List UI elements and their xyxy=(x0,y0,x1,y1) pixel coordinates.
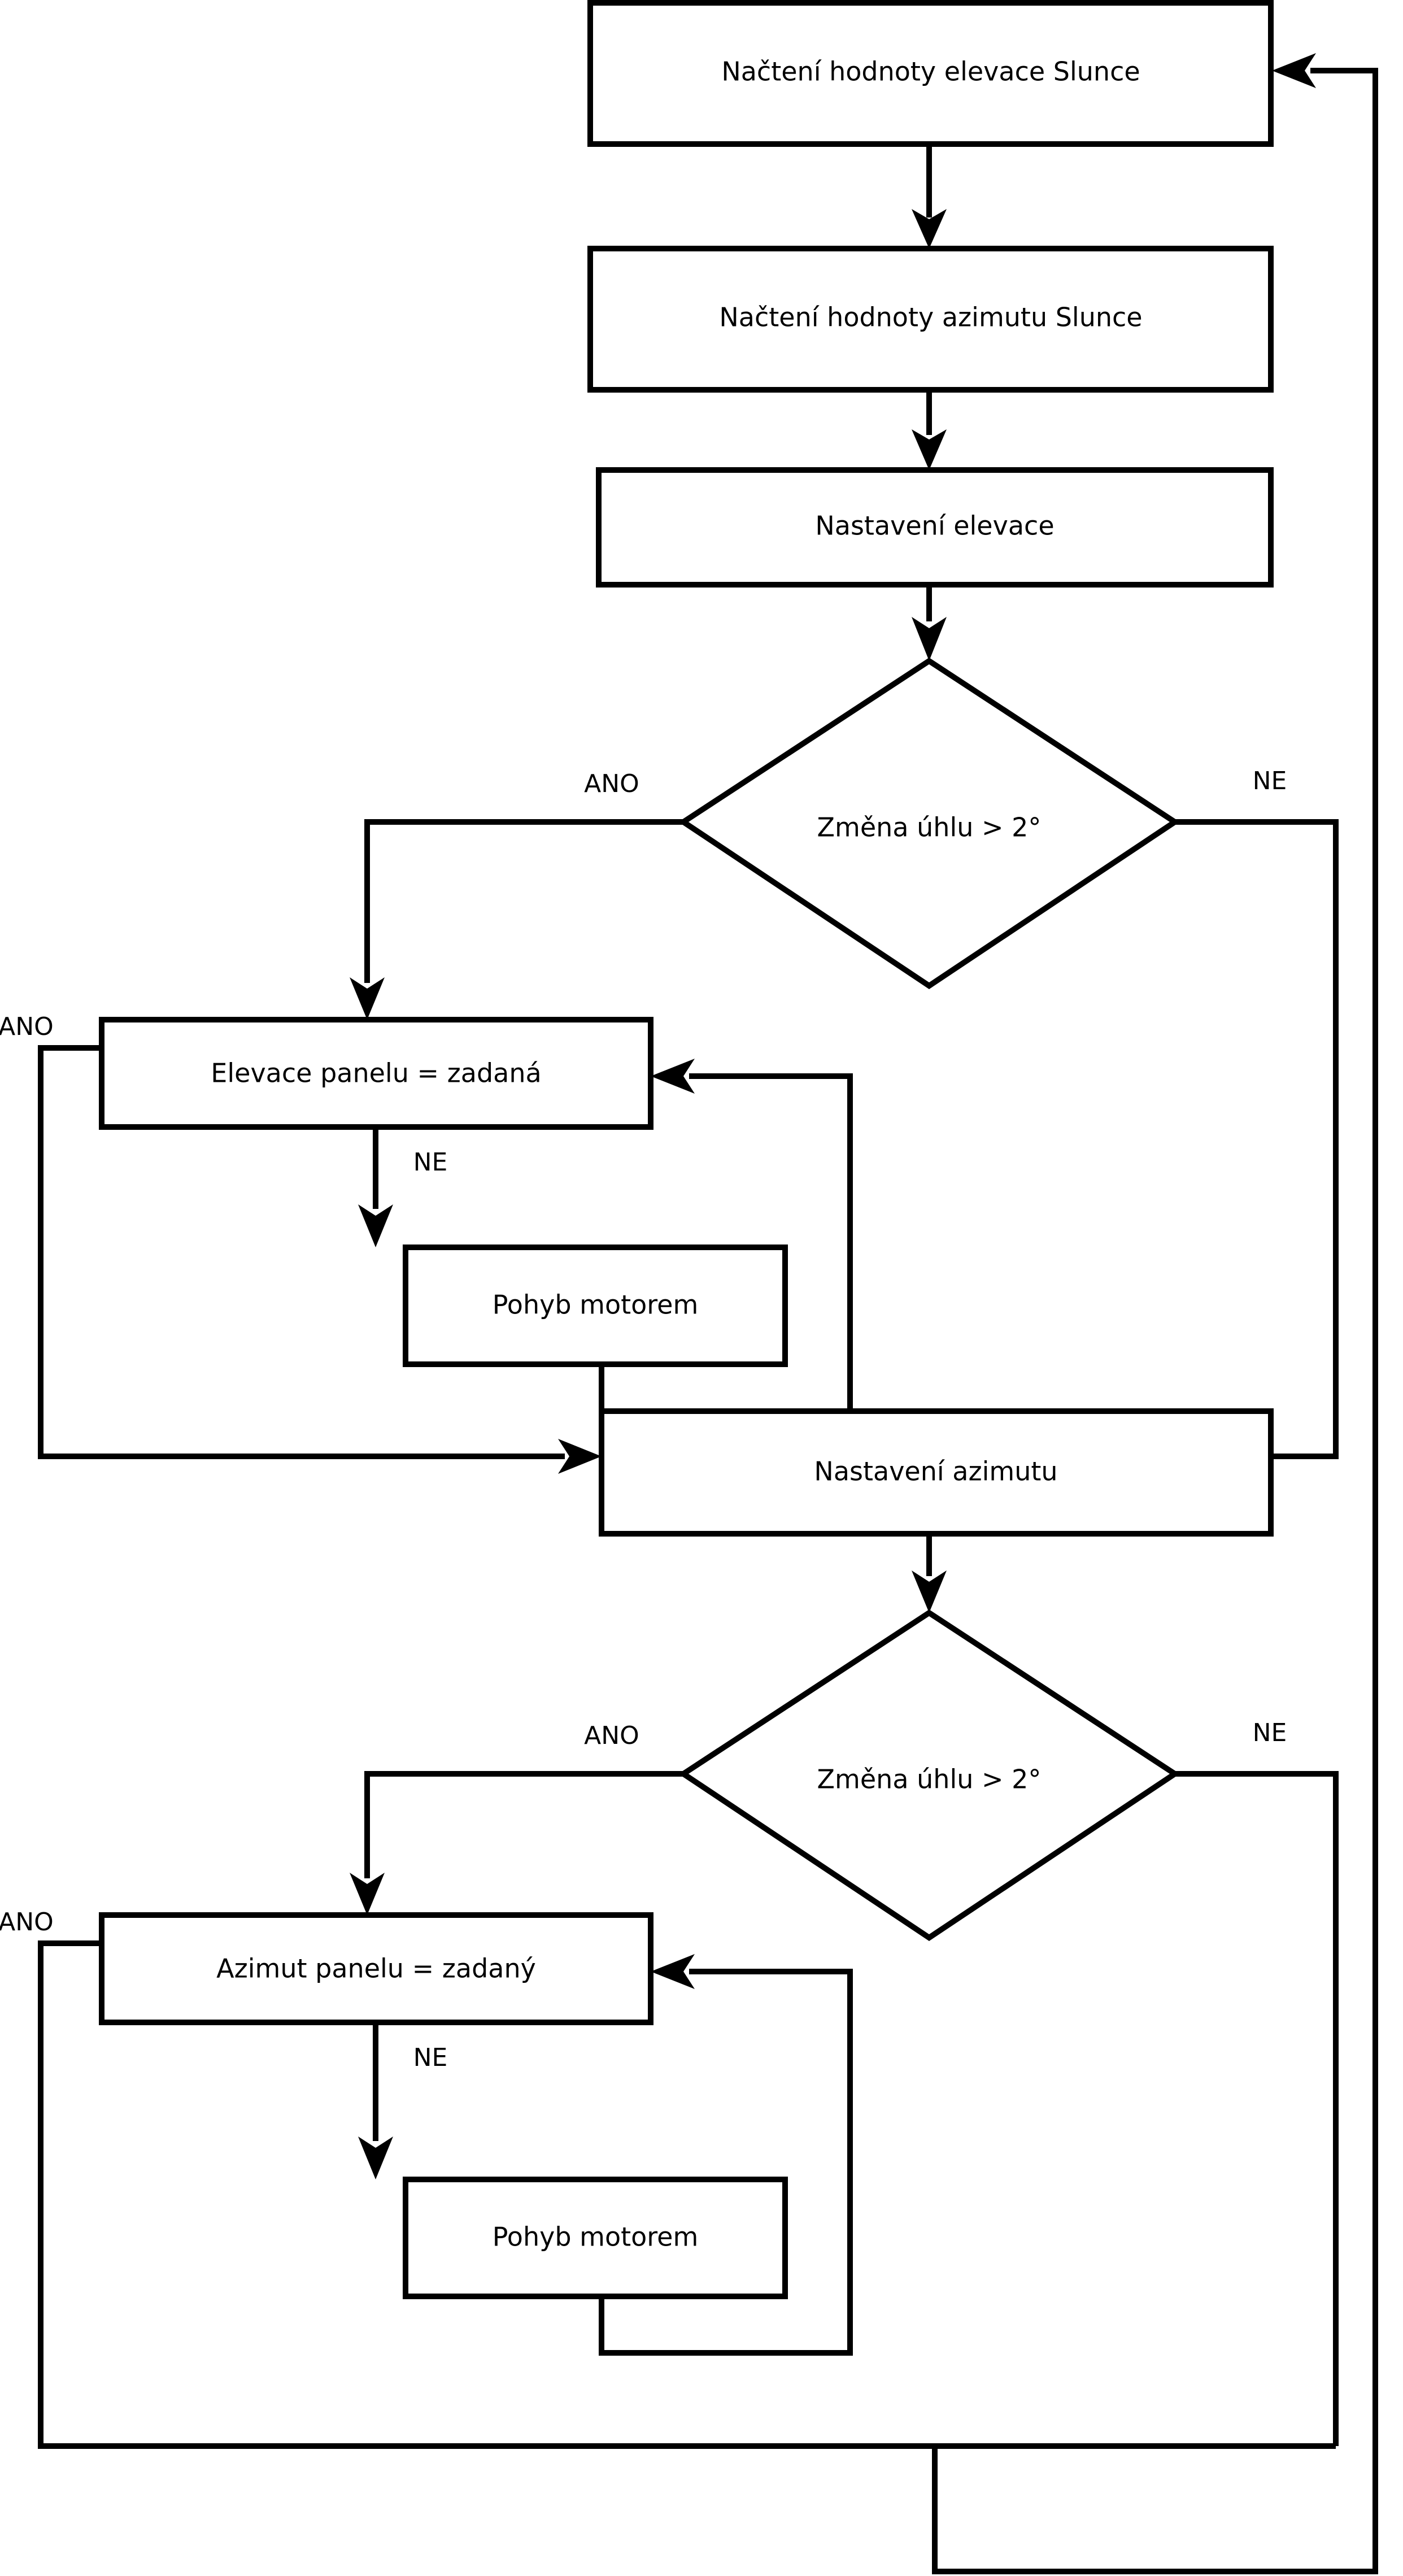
node-read-elevation-label: Načtení hodnoty elevace Slunce xyxy=(721,56,1140,87)
node-motor-move-elevation: Pohyb motorem xyxy=(403,1245,788,1367)
node-set-azimuth: Nastavení azimutu xyxy=(599,1408,1274,1537)
arrowhead-motor-elevation xyxy=(358,1204,393,1247)
arrowhead-read-elevation-right xyxy=(1272,53,1316,88)
node-decide-azimuth-label: Změna úhlu > 2° xyxy=(817,1764,1042,1795)
arrowhead-decide-elevation xyxy=(912,617,947,661)
edge-decide-elevation-yes xyxy=(364,819,683,983)
node-read-azimuth-box xyxy=(587,246,1274,393)
node-panel-azimuth-set-label: Azimut panelu = zadaný xyxy=(216,1953,536,1984)
node-read-elevation: Načtení hodnoty elevace Slunce xyxy=(587,0,1274,147)
arrowhead-panel-azimuth-top xyxy=(350,1873,385,1915)
node-panel-elevation-set-box xyxy=(99,1017,653,1130)
node-decide-elevation: Změna úhlu > 2° xyxy=(678,658,1180,990)
node-motor-move-azimuth-label: Pohyb motorem xyxy=(493,2222,699,2252)
edge-label-yes-panel-azimuth: ANO xyxy=(0,1908,54,1937)
arrowhead-panel-elevation-right xyxy=(651,1059,695,1094)
node-read-azimuth-label: Načtení hodnoty azimutu Slunce xyxy=(719,302,1142,333)
edge-panel-azimuth-yes xyxy=(38,1940,1336,2449)
edge-motor-azimuth-loop xyxy=(599,1969,853,2356)
node-panel-azimuth-set-box xyxy=(99,1912,653,2025)
edge-label-no-panel-elevation: NE xyxy=(413,1148,448,1177)
node-set-elevation-label: Nastavení elevace xyxy=(815,511,1054,541)
edge-panel-elevation-yes xyxy=(38,1045,565,1459)
edge-label-no-decide-elevation: NE xyxy=(1253,767,1287,795)
arrowhead-decide-azimuth xyxy=(912,1570,947,1613)
node-decide-azimuth: Změna úhlu > 2° xyxy=(678,1609,1180,1942)
node-motor-move-azimuth: Pohyb motorem xyxy=(403,2177,788,2299)
node-read-elevation-box xyxy=(587,0,1274,147)
edge-label-no-decide-azimuth: NE xyxy=(1253,1718,1287,1747)
node-set-elevation-box xyxy=(596,467,1274,588)
arrowhead-panel-elevation-top xyxy=(350,977,385,1020)
node-decide-elevation-label: Změna úhlu > 2° xyxy=(817,812,1042,843)
arrowhead-panel-azimuth-right xyxy=(651,1954,695,1989)
node-motor-move-elevation-box xyxy=(403,1245,788,1367)
node-read-azimuth: Načtení hodnoty azimutu Slunce xyxy=(587,246,1274,393)
node-decide-elevation-diamond xyxy=(678,658,1180,990)
edge-label-yes-panel-elevation: ANO xyxy=(0,1012,54,1041)
node-panel-elevation-set: Elevace panelu = zadaná xyxy=(99,1017,653,1130)
node-set-azimuth-box xyxy=(599,1408,1274,1537)
node-motor-move-elevation-label: Pohyb motorem xyxy=(493,1290,699,1320)
node-set-elevation: Nastavení elevace xyxy=(596,467,1274,588)
edge-decide-azimuth-yes xyxy=(364,1771,683,1878)
node-motor-move-azimuth-box xyxy=(403,2177,788,2299)
node-panel-elevation-set-label: Elevace panelu = zadaná xyxy=(211,1058,541,1089)
arrowhead-read-azimuth xyxy=(912,209,947,249)
arrowhead-set-azimuth-left xyxy=(558,1439,602,1474)
edge-decide-azimuth-no xyxy=(1175,1771,1339,2446)
node-panel-azimuth-set: Azimut panelu = zadaný xyxy=(99,1912,653,2025)
arrowhead-set-elevation xyxy=(912,429,947,470)
arrowhead-motor-azimuth xyxy=(358,2136,393,2179)
node-decide-azimuth-diamond xyxy=(678,1609,1180,1942)
edge-label-yes-decide-elevation: ANO xyxy=(584,769,639,798)
edge-return-to-read-elevation xyxy=(932,68,1378,2574)
edge-label-no-panel-azimuth: NE xyxy=(413,2043,448,2072)
node-set-azimuth-label: Nastavení azimutu xyxy=(814,1456,1057,1487)
edge-label-yes-decide-azimuth: ANO xyxy=(584,1721,639,1750)
